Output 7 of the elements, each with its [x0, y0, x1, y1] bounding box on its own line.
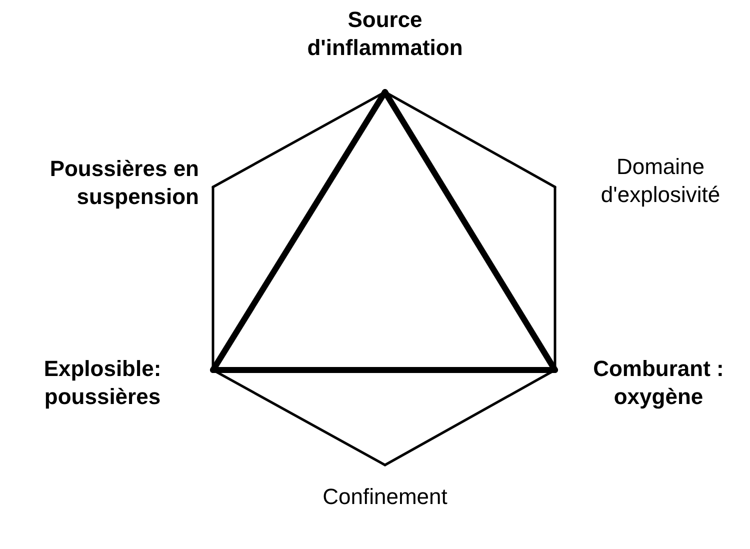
vertex-label: Source d'inflammation	[306, 6, 464, 62]
triangle-side	[382, 89, 558, 373]
vertex-label: Explosible: poussières	[42, 355, 162, 411]
vertex-label: Domaine d'explosivité	[600, 153, 722, 209]
vertex-label: Poussières en suspension	[48, 155, 199, 211]
vertex-label: Comburant : oxygène	[592, 355, 725, 411]
vertex-label: Confinement	[322, 483, 448, 511]
